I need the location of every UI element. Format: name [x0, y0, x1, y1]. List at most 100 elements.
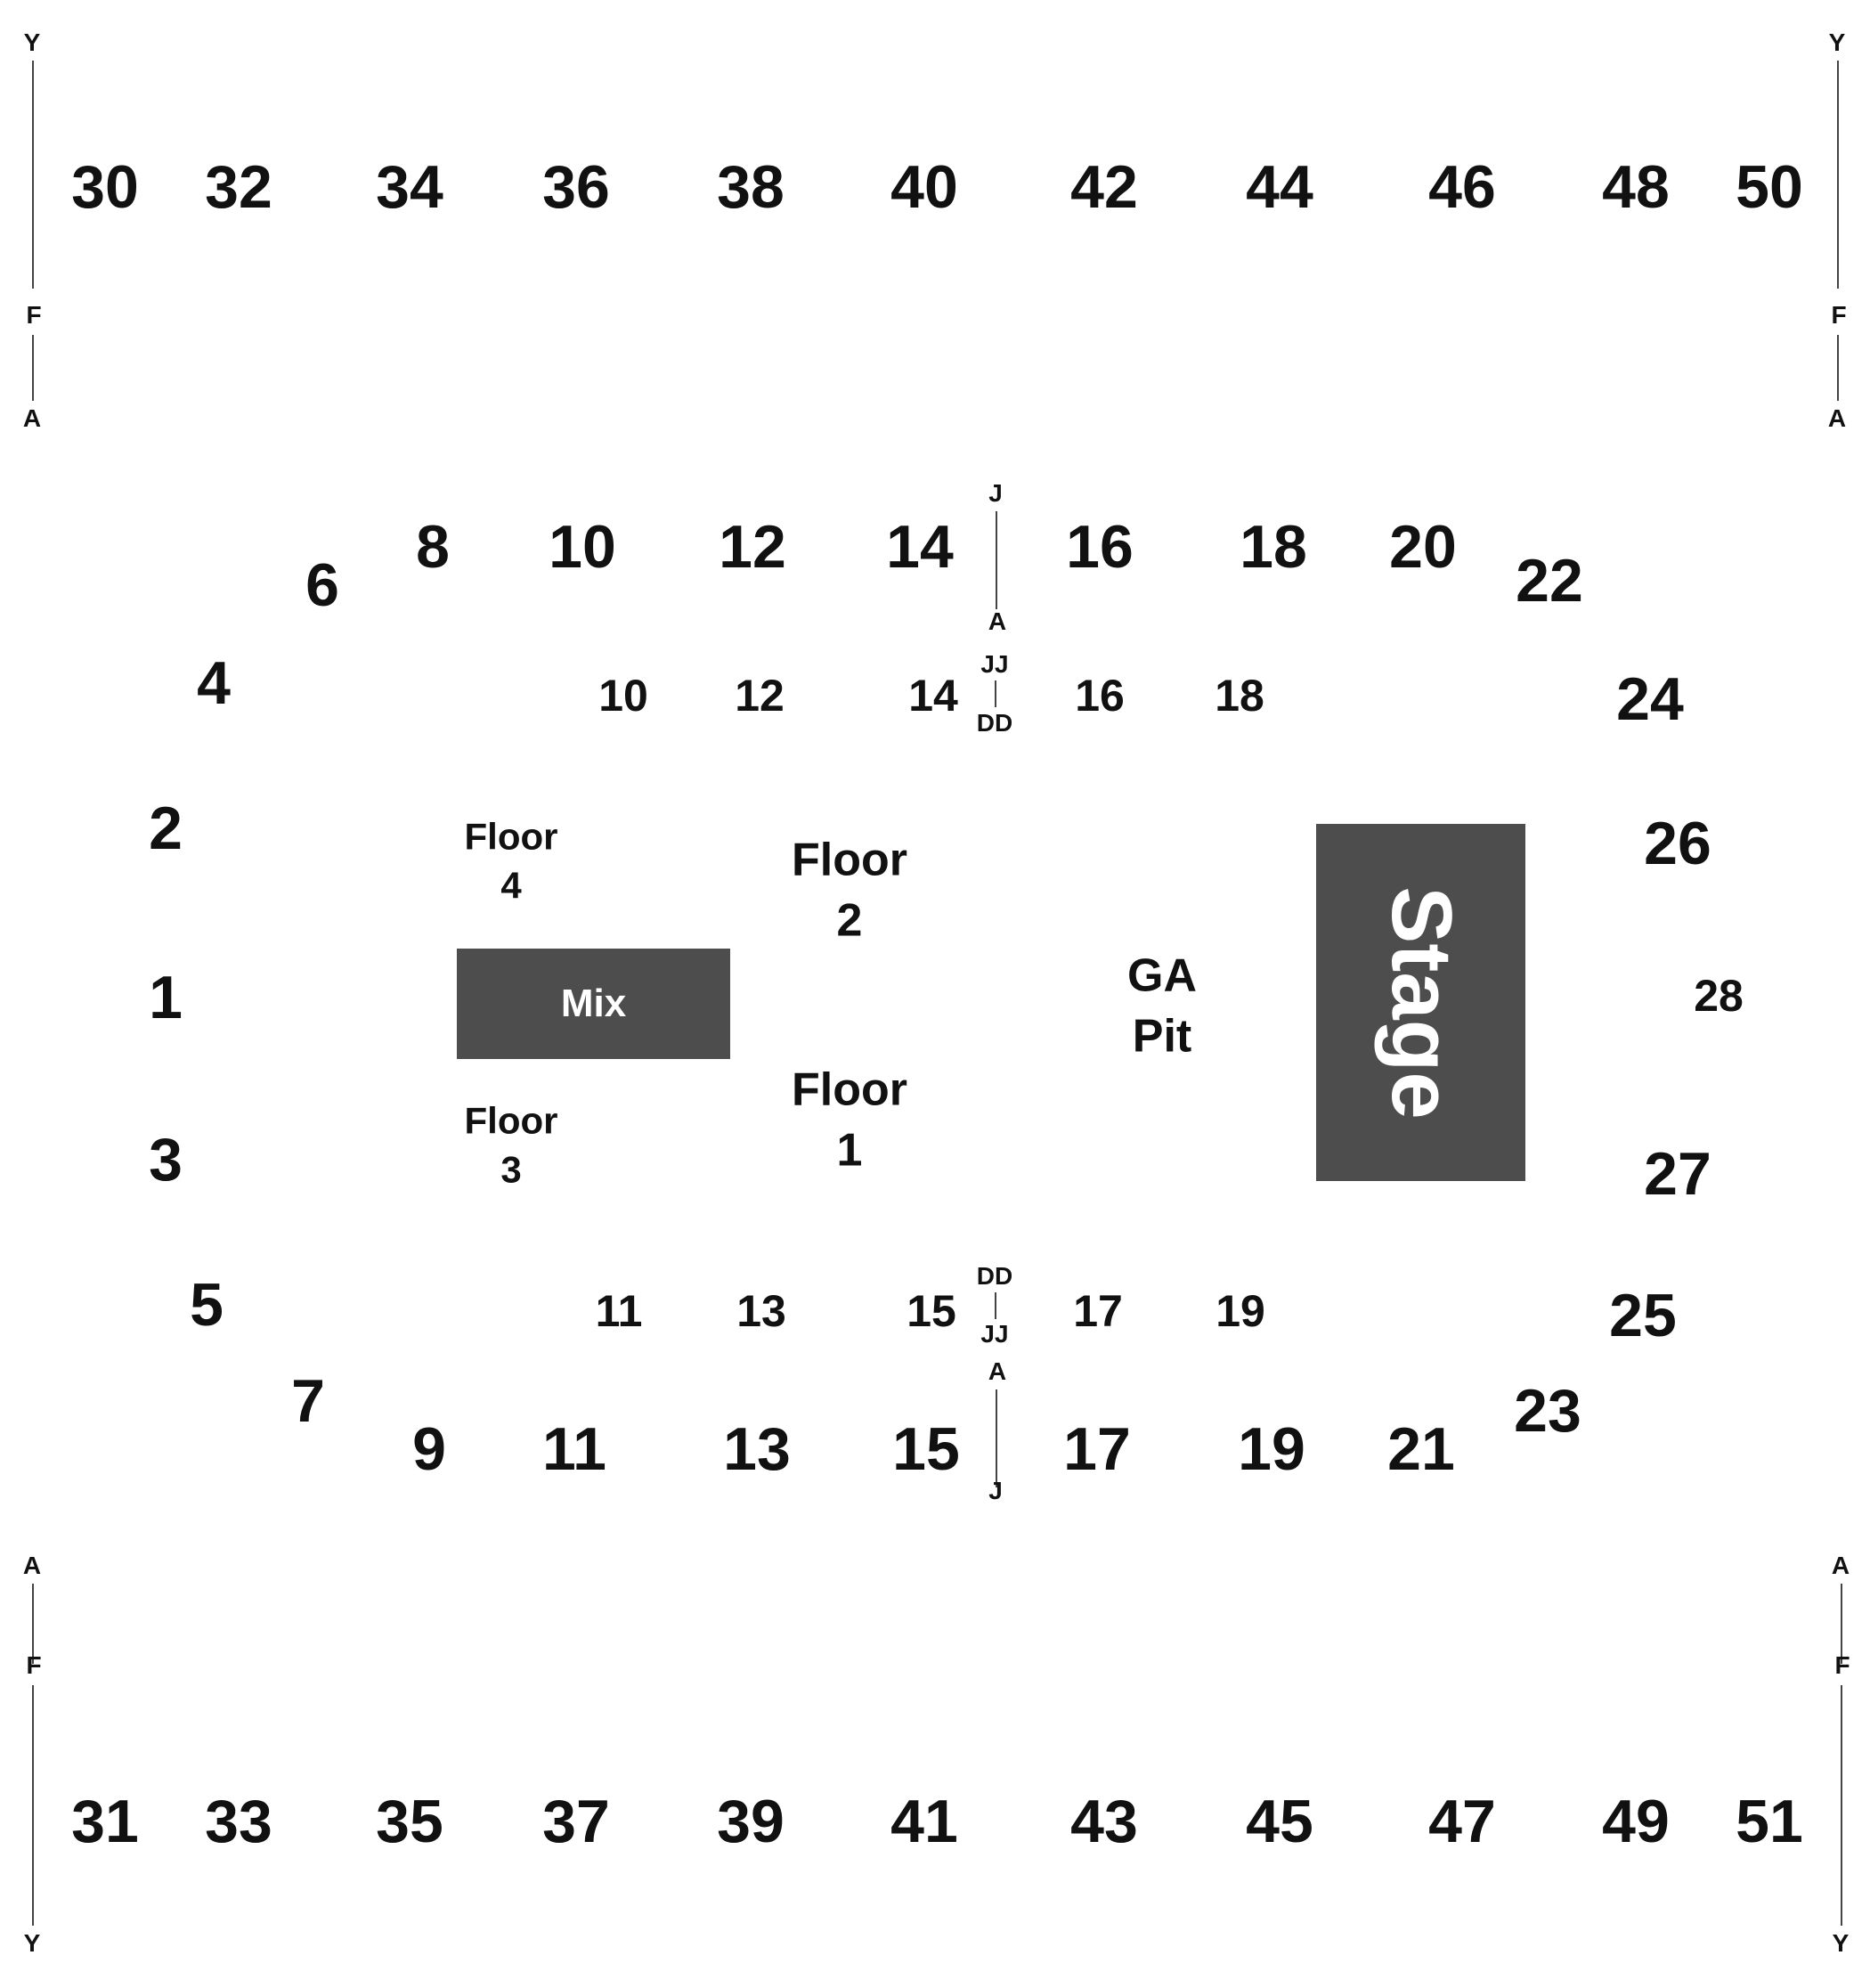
- row-range-line: [996, 511, 997, 609]
- section-31[interactable]: 31: [71, 1788, 139, 1855]
- section-2[interactable]: 2: [149, 794, 183, 862]
- section-21[interactable]: 21: [1387, 1415, 1455, 1483]
- section-47[interactable]: 47: [1428, 1788, 1496, 1855]
- row-marker: A: [988, 607, 1007, 635]
- row-range-line: [32, 1685, 34, 1926]
- row-range-line: [1841, 1685, 1842, 1926]
- section-25[interactable]: 25: [1609, 1282, 1677, 1349]
- floor-row-16[interactable]: 16: [1075, 671, 1125, 721]
- section-48[interactable]: 48: [1602, 153, 1670, 221]
- section-9[interactable]: 9: [412, 1415, 446, 1483]
- mix-label: Mix: [560, 982, 627, 1025]
- section-42[interactable]: 42: [1070, 153, 1138, 221]
- section-1[interactable]: 1: [149, 964, 183, 1031]
- section-14[interactable]: 14: [886, 513, 954, 581]
- section-50[interactable]: 50: [1736, 153, 1803, 221]
- row-marker: A: [22, 1552, 42, 1579]
- row-range-line: [32, 1584, 34, 1664]
- floor-1-label[interactable]: Floor 1: [792, 1060, 907, 1180]
- section-4[interactable]: 4: [197, 649, 231, 717]
- section-26[interactable]: 26: [1644, 810, 1711, 877]
- section-3[interactable]: 3: [149, 1126, 183, 1194]
- floor-row-12[interactable]: 12: [735, 671, 785, 721]
- floor-4-word: Floor: [464, 815, 558, 858]
- section-18[interactable]: 18: [1240, 513, 1307, 581]
- row-marker: A: [1831, 1552, 1850, 1579]
- floor-2-number: 2: [836, 894, 863, 946]
- row-marker: JJ: [980, 1320, 1009, 1348]
- section-10[interactable]: 10: [549, 513, 616, 581]
- row-range-line: [1837, 335, 1839, 401]
- section-40[interactable]: 40: [890, 153, 958, 221]
- section-27[interactable]: 27: [1644, 1140, 1711, 1208]
- ga-pit-word: GA: [1127, 949, 1197, 1002]
- section-17[interactable]: 17: [1063, 1415, 1131, 1483]
- floor-3-word: Floor: [464, 1099, 558, 1142]
- row-marker: Y: [23, 1929, 41, 1957]
- section-5[interactable]: 5: [190, 1271, 224, 1339]
- stage-label: Stage: [1373, 885, 1469, 1120]
- ga-pit-label[interactable]: GA Pit: [1127, 946, 1197, 1066]
- row-marker: F: [1831, 301, 1847, 329]
- row-marker: J: [988, 479, 1003, 507]
- floor-row-11[interactable]: 11: [595, 1286, 643, 1336]
- section-33[interactable]: 33: [205, 1788, 272, 1855]
- section-51[interactable]: 51: [1736, 1788, 1803, 1855]
- section-23[interactable]: 23: [1514, 1377, 1581, 1445]
- row-range-line: [995, 1292, 996, 1319]
- floor-2-word: Floor: [792, 834, 907, 886]
- floor-row-15[interactable]: 15: [907, 1286, 956, 1336]
- section-35[interactable]: 35: [376, 1788, 443, 1855]
- floor-row-17[interactable]: 17: [1073, 1286, 1123, 1336]
- section-39[interactable]: 39: [717, 1788, 785, 1855]
- section-28[interactable]: 28: [1694, 971, 1744, 1021]
- section-38[interactable]: 38: [717, 153, 785, 221]
- section-45[interactable]: 45: [1246, 1788, 1313, 1855]
- section-30[interactable]: 30: [71, 153, 139, 221]
- floor-2-label[interactable]: Floor 2: [792, 830, 907, 950]
- row-marker: DD: [976, 1262, 1013, 1290]
- row-marker: F: [1834, 1651, 1850, 1679]
- row-marker: Y: [23, 29, 41, 56]
- section-36[interactable]: 36: [542, 153, 610, 221]
- section-20[interactable]: 20: [1389, 513, 1457, 581]
- section-24[interactable]: 24: [1616, 665, 1684, 733]
- section-12[interactable]: 12: [719, 513, 786, 581]
- floor-row-18[interactable]: 18: [1215, 671, 1264, 721]
- section-46[interactable]: 46: [1428, 153, 1496, 221]
- section-15[interactable]: 15: [892, 1415, 960, 1483]
- row-range-line: [996, 1389, 997, 1487]
- section-7[interactable]: 7: [291, 1367, 325, 1435]
- section-49[interactable]: 49: [1602, 1788, 1670, 1855]
- row-range-line: [1841, 1584, 1842, 1664]
- row-range-line: [995, 680, 996, 707]
- row-marker: JJ: [980, 650, 1009, 678]
- floor-3-number: 3: [500, 1148, 522, 1190]
- section-8[interactable]: 8: [416, 513, 450, 581]
- floor-1-word: Floor: [792, 1063, 907, 1116]
- floor-4-label[interactable]: Floor 4: [465, 812, 558, 909]
- section-32[interactable]: 32: [205, 153, 272, 221]
- section-34[interactable]: 34: [376, 153, 443, 221]
- floor-row-10[interactable]: 10: [598, 671, 648, 721]
- row-marker: Y: [1828, 29, 1846, 56]
- row-marker: A: [1827, 404, 1847, 432]
- section-41[interactable]: 41: [890, 1788, 958, 1855]
- ga-pit-word-2: Pit: [1132, 1010, 1192, 1062]
- section-11[interactable]: 11: [542, 1415, 606, 1483]
- section-19[interactable]: 19: [1238, 1415, 1305, 1483]
- section-13[interactable]: 13: [723, 1415, 791, 1483]
- floor-row-19[interactable]: 19: [1216, 1286, 1265, 1336]
- row-marker: F: [26, 1651, 42, 1679]
- section-16[interactable]: 16: [1066, 513, 1134, 581]
- row-marker: F: [26, 301, 42, 329]
- floor-3-label[interactable]: Floor 3: [465, 1096, 558, 1194]
- section-37[interactable]: 37: [542, 1788, 610, 1855]
- floor-row-13[interactable]: 13: [736, 1286, 786, 1336]
- row-range-line: [32, 335, 34, 401]
- section-43[interactable]: 43: [1070, 1788, 1138, 1855]
- section-6[interactable]: 6: [305, 551, 339, 619]
- section-22[interactable]: 22: [1516, 547, 1583, 615]
- floor-row-14[interactable]: 14: [908, 671, 958, 721]
- section-44[interactable]: 44: [1246, 153, 1313, 221]
